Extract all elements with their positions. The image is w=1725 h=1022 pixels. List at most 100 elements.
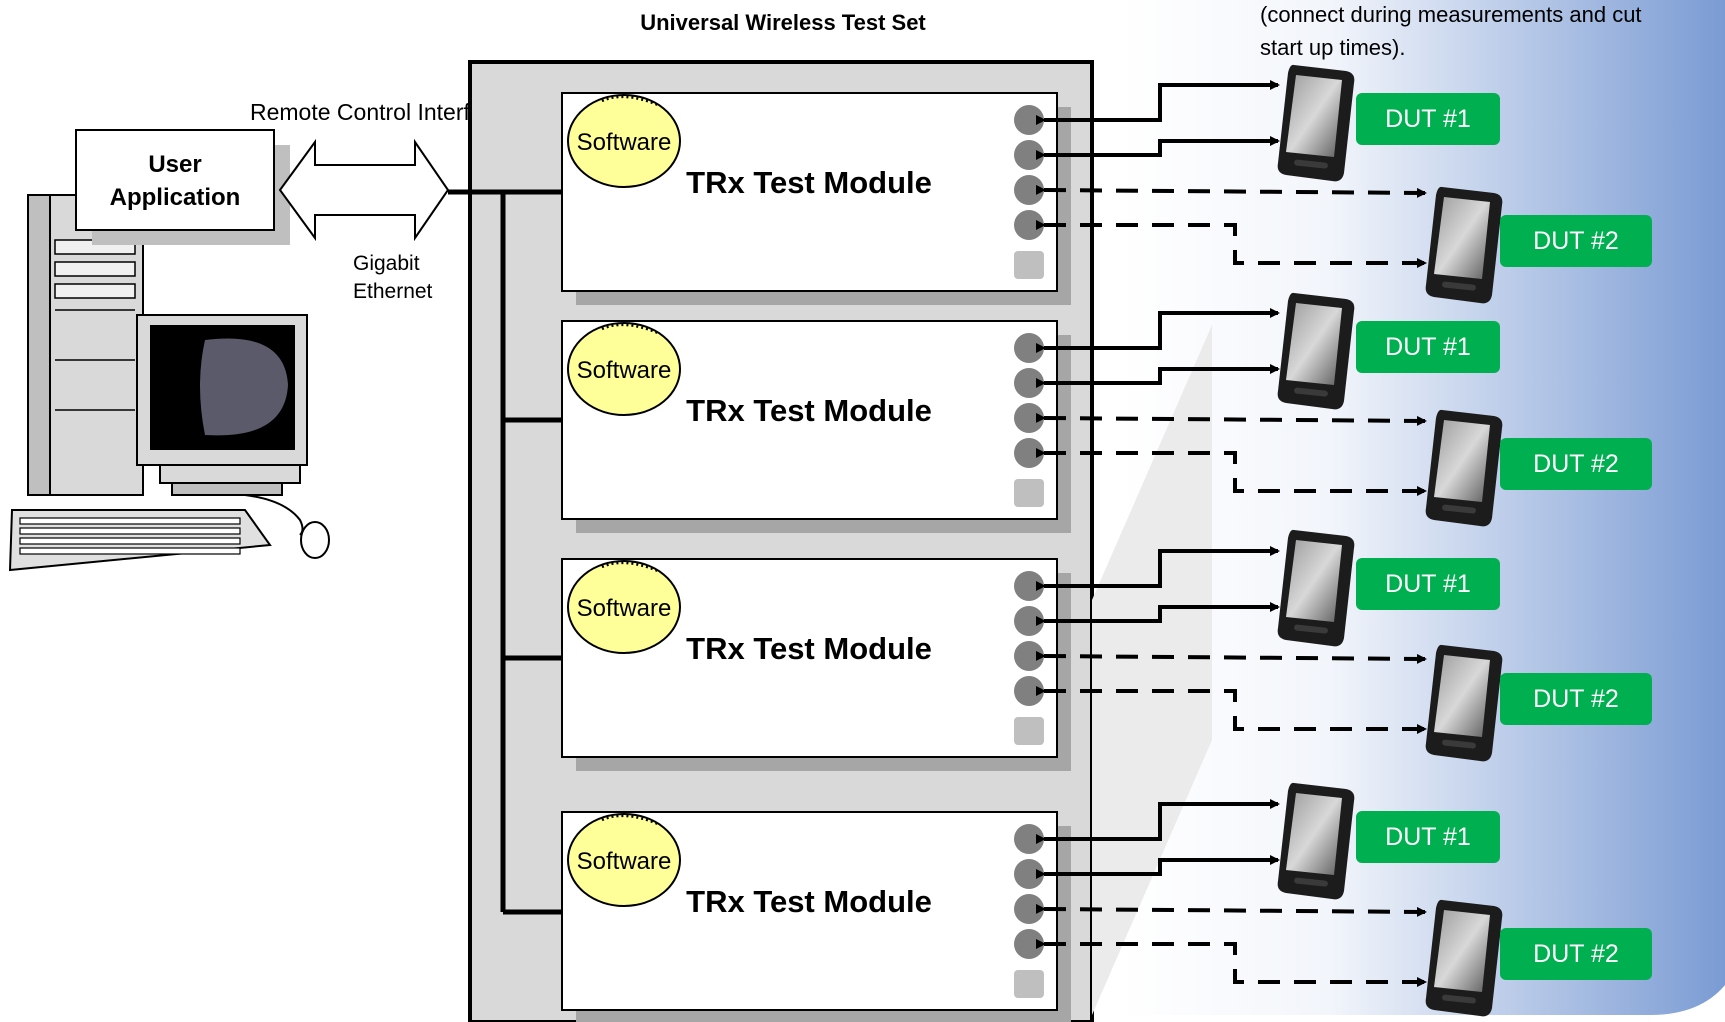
dut2-badge <box>1500 215 1652 267</box>
software-ellipse <box>567 94 681 188</box>
dut1-label: DUT #1 <box>1385 333 1471 361</box>
phone-icon <box>1425 644 1503 762</box>
module-connections <box>1035 80 1427 268</box>
dut1-link-b <box>1036 602 1280 626</box>
dut2-label: DUT #2 <box>1533 685 1619 713</box>
note-line-2: start up times). <box>1260 35 1405 60</box>
dut-pair: DUT #1 DUT #2 <box>1277 292 1652 527</box>
rf-port <box>1014 894 1044 924</box>
link-label-line-1: Gigabit <box>353 252 420 275</box>
dut2-link-b <box>1036 686 1427 734</box>
dut2-label: DUT #2 <box>1533 227 1619 255</box>
network-bus <box>448 189 562 915</box>
module-label: TRx Test Module <box>686 165 932 200</box>
dut2-link-b <box>1036 939 1427 987</box>
dut2-badge <box>1500 673 1652 725</box>
module-indicator <box>1014 479 1044 507</box>
module-label: TRx Test Module <box>686 884 932 919</box>
module-label: TRx Test Module <box>686 393 932 428</box>
rf-port <box>1014 140 1044 170</box>
software-ellipse <box>567 322 681 416</box>
connections-layer <box>1035 80 1427 987</box>
dut-pair: DUT #1 DUT #2 <box>1277 782 1652 1017</box>
rf-port <box>1014 676 1044 706</box>
rf-port <box>1014 438 1044 468</box>
rf-port <box>1014 641 1044 671</box>
software-ellipse <box>567 560 681 654</box>
module-label: TRx Test Module <box>686 631 932 666</box>
module-connections <box>1035 308 1427 496</box>
dut-pair: DUT #1 DUT #2 <box>1277 64 1652 304</box>
rf-port <box>1014 859 1044 889</box>
user-application-line-2: Application <box>110 184 241 211</box>
dut2-link-a <box>1035 903 1427 917</box>
dut1-link-b <box>1036 855 1280 879</box>
dut2-label: DUT #2 <box>1533 450 1619 478</box>
software-label: Software <box>577 848 672 875</box>
rf-port <box>1014 105 1044 135</box>
dut1-label: DUT #1 <box>1385 570 1471 598</box>
rf-port <box>1014 175 1044 205</box>
rf-port <box>1014 824 1044 854</box>
dut1-link-a <box>1036 308 1280 353</box>
software-label: Software <box>577 357 672 384</box>
dut1-link-a <box>1036 546 1280 591</box>
dut1-link-a <box>1036 799 1280 844</box>
remote-interface-double-arrow <box>278 138 450 242</box>
rf-port <box>1014 333 1044 363</box>
dut1-badge <box>1356 321 1500 373</box>
rf-port <box>1014 929 1044 959</box>
rf-port <box>1014 210 1044 240</box>
dut2-badge <box>1500 928 1652 980</box>
phone-icon <box>1425 186 1503 304</box>
module-indicator <box>1014 717 1044 745</box>
dut2-link-a <box>1035 412 1427 426</box>
module-indicator <box>1014 251 1044 279</box>
rf-port <box>1014 571 1044 601</box>
dut1-link-a <box>1036 80 1280 125</box>
dut2-link-b <box>1036 448 1427 496</box>
phone-icon <box>1277 292 1355 410</box>
link-label-line-2: Ethernet <box>353 280 433 303</box>
desktop-computer-icon <box>8 194 330 572</box>
remote-interface-label: Remote Control Interface <box>250 99 507 125</box>
dut1-link-b <box>1036 136 1280 160</box>
rf-port <box>1014 368 1044 398</box>
phone-icon <box>1277 529 1355 647</box>
dut2-label: DUT #2 <box>1533 940 1619 968</box>
dut1-label: DUT #1 <box>1385 105 1471 133</box>
note-line-1: (connect during measurements and cut <box>1260 2 1642 27</box>
software-ellipse <box>567 813 681 907</box>
dut1-badge <box>1356 811 1500 863</box>
dut-pair: DUT #1 DUT #2 <box>1277 529 1652 762</box>
phone-icon <box>1425 409 1503 527</box>
phone-icon <box>1277 64 1355 182</box>
dut1-link-b <box>1036 364 1280 388</box>
dut2-badge <box>1500 438 1652 490</box>
module-connections <box>1035 799 1427 987</box>
module-connections <box>1035 546 1427 734</box>
phone-icon <box>1425 899 1503 1017</box>
dut1-label: DUT #1 <box>1385 823 1471 851</box>
dut1-badge <box>1356 93 1500 145</box>
diagram-title: Universal Wireless Test Set <box>640 10 926 35</box>
dut1-badge <box>1356 558 1500 610</box>
user-application-line-1: User <box>148 151 201 178</box>
software-label: Software <box>577 595 672 622</box>
phone-icon <box>1277 782 1355 900</box>
software-label: Software <box>577 129 672 156</box>
rf-port <box>1014 403 1044 433</box>
dut2-link-b <box>1036 220 1427 268</box>
dut2-link-a <box>1035 184 1427 198</box>
rf-port <box>1014 606 1044 636</box>
user-application-box <box>75 129 275 231</box>
module-indicator <box>1014 970 1044 998</box>
dut2-link-a <box>1035 650 1427 664</box>
